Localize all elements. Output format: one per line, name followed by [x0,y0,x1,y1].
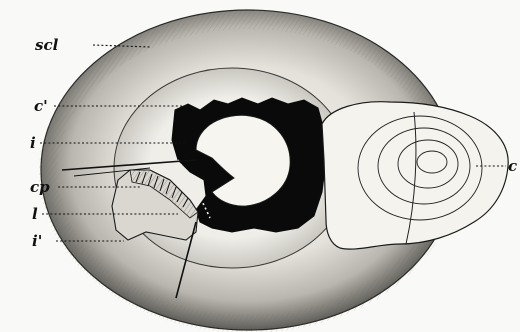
label-i-prime: i' [32,232,42,250]
label-cp: cp [30,178,50,196]
label-c: c [508,157,517,175]
label-c-prime: c' [34,97,48,115]
label-scl: scl [35,36,59,54]
label-l: l [32,205,38,223]
label-i: i [30,134,36,152]
